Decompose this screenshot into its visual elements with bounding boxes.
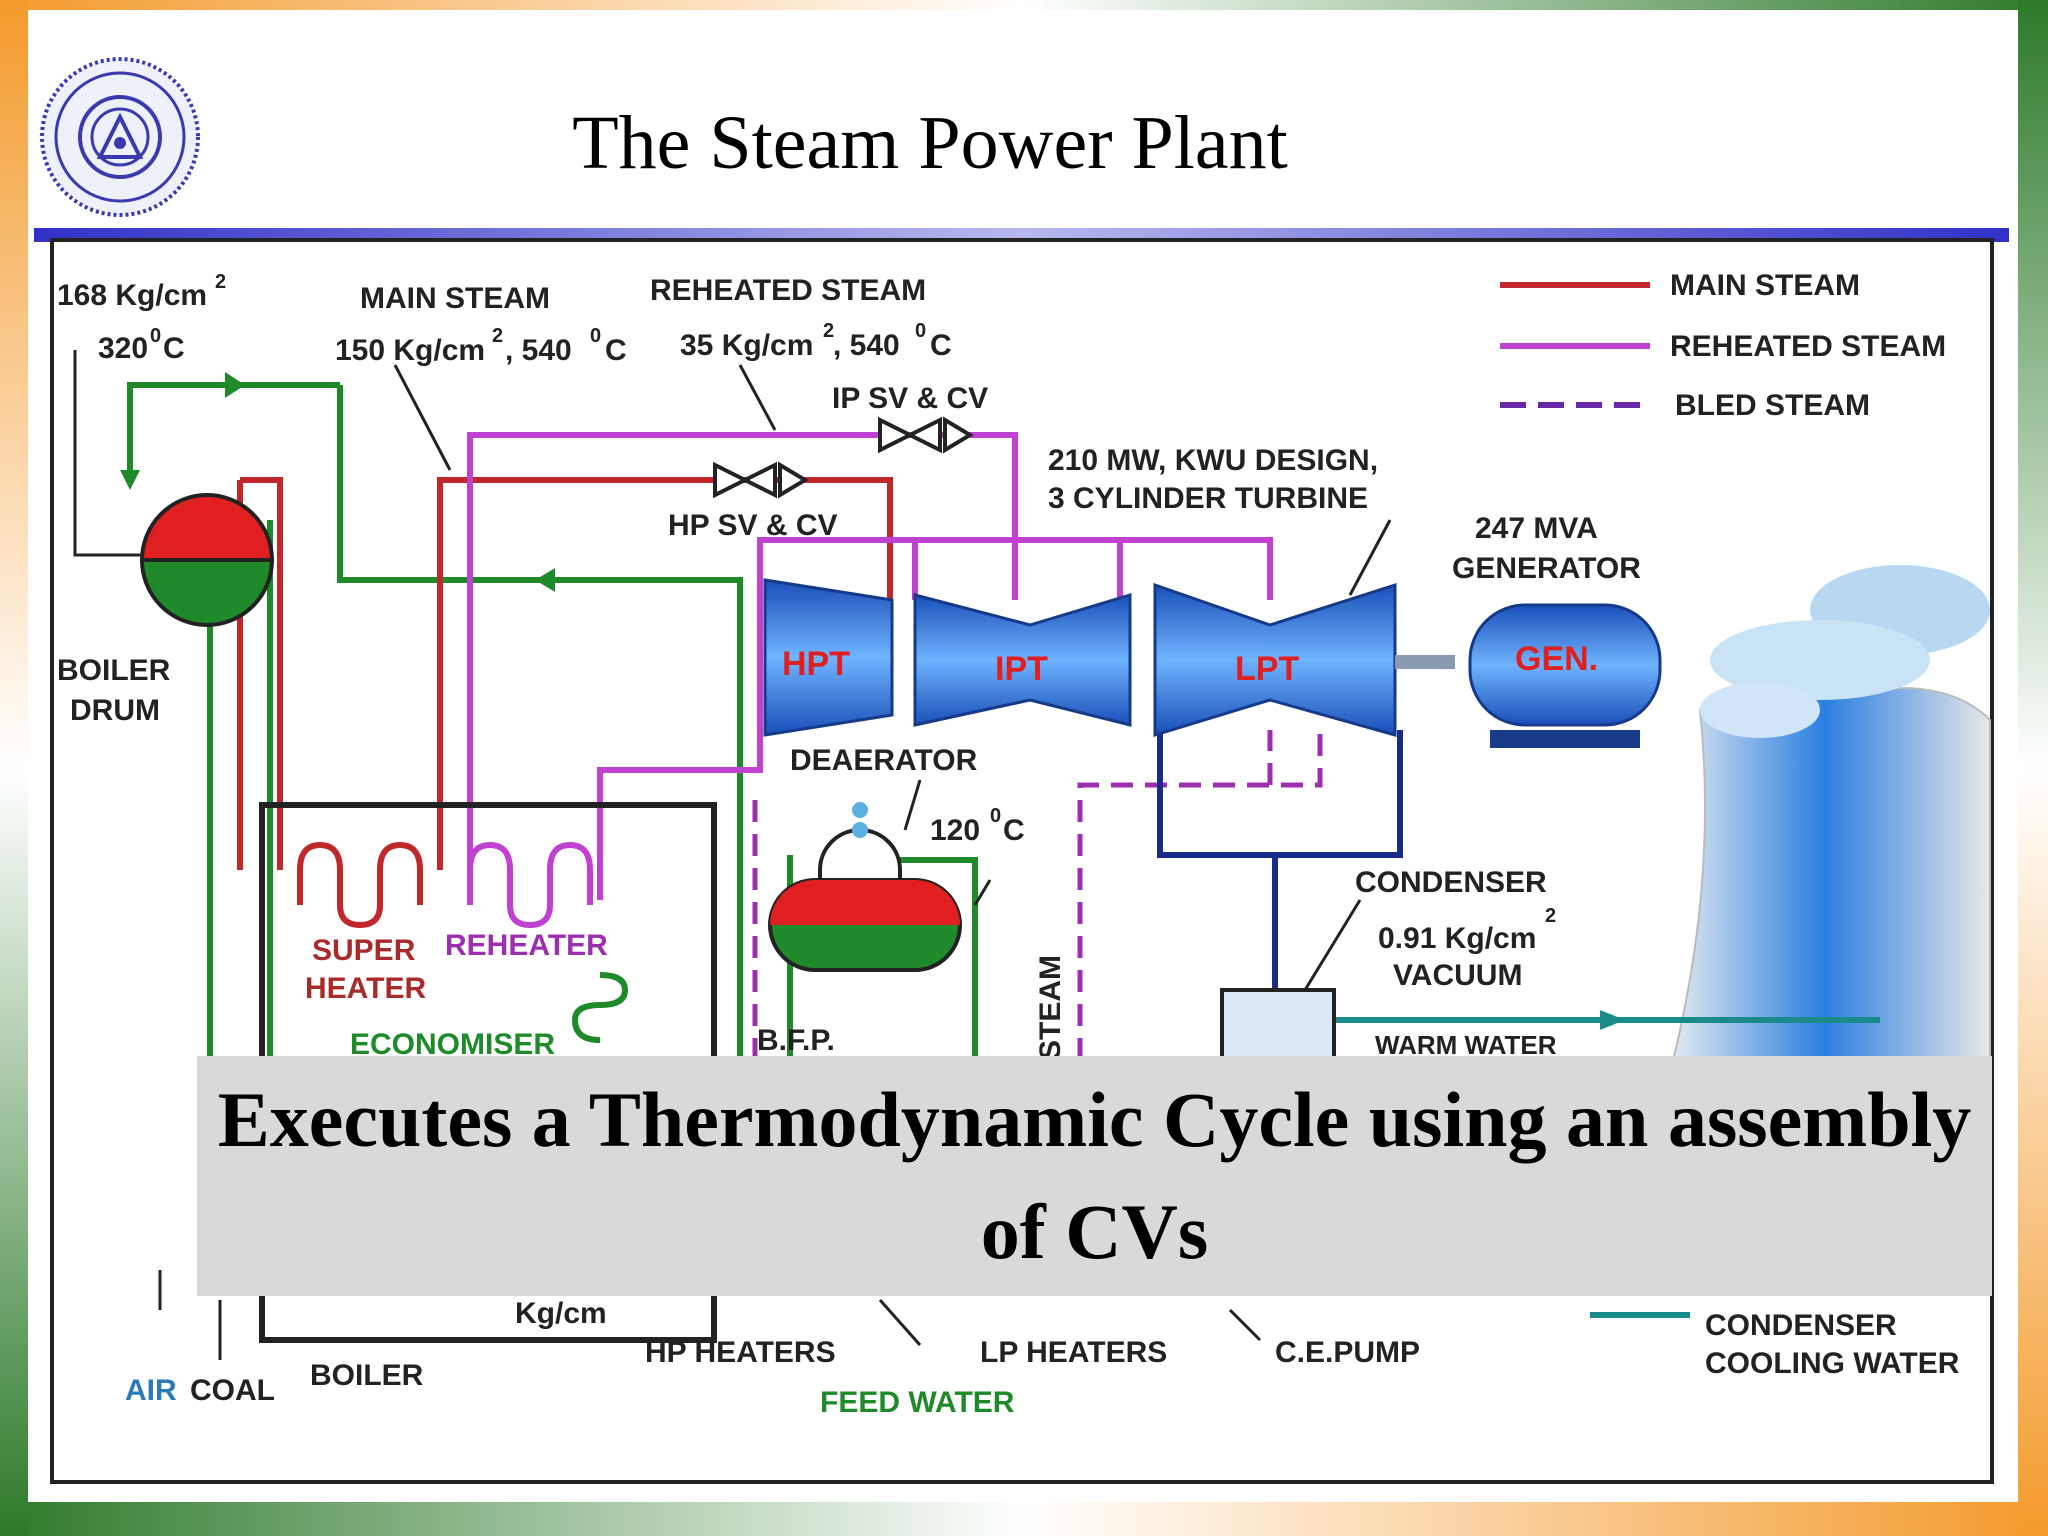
hp-turbine	[763, 578, 894, 737]
svg-text:2: 2	[823, 320, 834, 342]
reheater-coil	[467, 841, 593, 929]
ip-turbine	[913, 592, 1132, 727]
svg-text:2: 2	[492, 325, 503, 347]
label-condenser: CONDENSER	[1355, 866, 1547, 899]
label-bfp: B.F.P.	[757, 1024, 835, 1057]
frame-right-gradient	[2018, 0, 2048, 1536]
label-hp-valve: HP SV & CV	[668, 509, 838, 542]
svg-text:0: 0	[990, 805, 1001, 827]
label-ce-pump: C.E.PUMP	[1275, 1336, 1420, 1369]
frame-bottom-gradient	[0, 1502, 2048, 1536]
svg-text:2: 2	[215, 271, 226, 293]
label-condenser-pressure: 0.91 Kg/cm	[1378, 922, 1536, 955]
label-hp-heaters: HP HEATERS	[645, 1336, 836, 1369]
svg-text:C: C	[1003, 814, 1025, 847]
label-reheater: REHEATER	[445, 929, 608, 962]
label-kgcm: Kg/cm	[515, 1297, 607, 1330]
label-deaerator: DEAERATOR	[790, 744, 978, 777]
generator	[1468, 603, 1662, 748]
label-drum-temp: 320	[98, 332, 148, 365]
boiler-drum	[139, 493, 275, 627]
label-lp-heaters: LP HEATERS	[980, 1336, 1167, 1369]
institute-seal-logo	[40, 57, 200, 217]
legend-bled-steam: BLED STEAM	[1675, 389, 1870, 422]
label-cooling-water2: COOLING WATER	[1705, 1347, 1960, 1380]
label-feed-water: FEED WATER	[820, 1386, 1015, 1419]
svg-text:0: 0	[150, 325, 161, 347]
label-main-steam: MAIN STEAM	[360, 282, 550, 315]
label-gen: GEN.	[1515, 640, 1598, 678]
label-turbine-desc1: 210 MW, KWU DESIGN,	[1048, 444, 1378, 477]
slide-title: The Steam Power Plant	[572, 101, 1288, 185]
bled-steam-lines	[752, 730, 1323, 1060]
condenser-lines	[1157, 730, 1403, 1000]
condenser-box	[1220, 988, 1336, 1062]
label-boiler-drum1: BOILER	[57, 654, 171, 687]
frame-top-gradient	[0, 0, 2048, 10]
label-super-heater2: HEATER	[305, 972, 426, 1005]
frame-left-gradient	[0, 0, 28, 1536]
hp-valve-icon	[713, 461, 809, 499]
label-drum-pressure: 168 Kg/cm	[57, 279, 207, 312]
economiser-coil	[571, 972, 629, 1043]
label-air: AIR	[125, 1374, 177, 1407]
cooling-tower	[1658, 565, 1991, 1111]
label-steam-partial: STEAM	[1034, 955, 1067, 1060]
label-gen-desc2: GENERATOR	[1452, 552, 1641, 585]
svg-text:0: 0	[915, 320, 926, 342]
label-reheated-steam: REHEATED STEAM	[650, 274, 926, 307]
label-main-steam-params: 150 Kg/cm	[335, 334, 485, 367]
legend: MAIN STEAM REHEATED STEAM BLED STEAM	[1500, 269, 1946, 1318]
caption-box: Executes a Thermodynamic Cycle using an …	[197, 1056, 1992, 1296]
label-deaerator-temp: 120	[930, 814, 980, 847]
svg-text:C: C	[163, 332, 185, 365]
label-hpt: HPT	[782, 645, 850, 683]
deaerator-tank	[768, 802, 962, 972]
svg-text:C: C	[930, 329, 952, 362]
label-vacuum: VACUUM	[1393, 959, 1522, 992]
label-boiler: BOILER	[310, 1359, 424, 1392]
label-gen-desc1: 247 MVA	[1475, 512, 1598, 545]
label-coal: COAL	[190, 1374, 275, 1407]
label-cooling-water1: CONDENSER	[1705, 1309, 1897, 1342]
label-turbine-desc2: 3 CYLINDER TURBINE	[1048, 482, 1368, 515]
ip-valve-icon	[878, 416, 974, 454]
feed-water-arrows	[120, 372, 555, 592]
legend-reheated-steam: REHEATED STEAM	[1670, 330, 1946, 363]
svg-text:0: 0	[590, 325, 601, 347]
label-ip-valve: IP SV & CV	[832, 382, 988, 415]
diagram-border	[50, 238, 1994, 1484]
label-super-heater1: SUPER	[312, 934, 416, 967]
label-warm-water: WARM WATER	[1375, 1030, 1557, 1060]
label-economiser: ECONOMISER	[350, 1028, 555, 1061]
label-reheated-params: 35 Kg/cm	[680, 329, 813, 362]
svg-text:, 540: , 540	[833, 329, 900, 362]
caption-text: Executes a Thermodynamic Cycle using an …	[217, 1076, 1972, 1275]
label-lpt: LPT	[1235, 650, 1299, 688]
turbine-shaft	[1395, 655, 1455, 669]
label-ipt: IPT	[995, 650, 1048, 688]
svg-text:2: 2	[1545, 905, 1556, 927]
svg-text:, 540: , 540	[505, 334, 572, 367]
reheated-steam-lines	[467, 432, 1273, 900]
label-boiler-drum2: DRUM	[70, 694, 160, 727]
svg-text:C: C	[605, 334, 627, 367]
legend-main-steam: MAIN STEAM	[1670, 269, 1860, 302]
lp-turbine	[1153, 582, 1397, 738]
super-heater-coil	[297, 841, 423, 929]
